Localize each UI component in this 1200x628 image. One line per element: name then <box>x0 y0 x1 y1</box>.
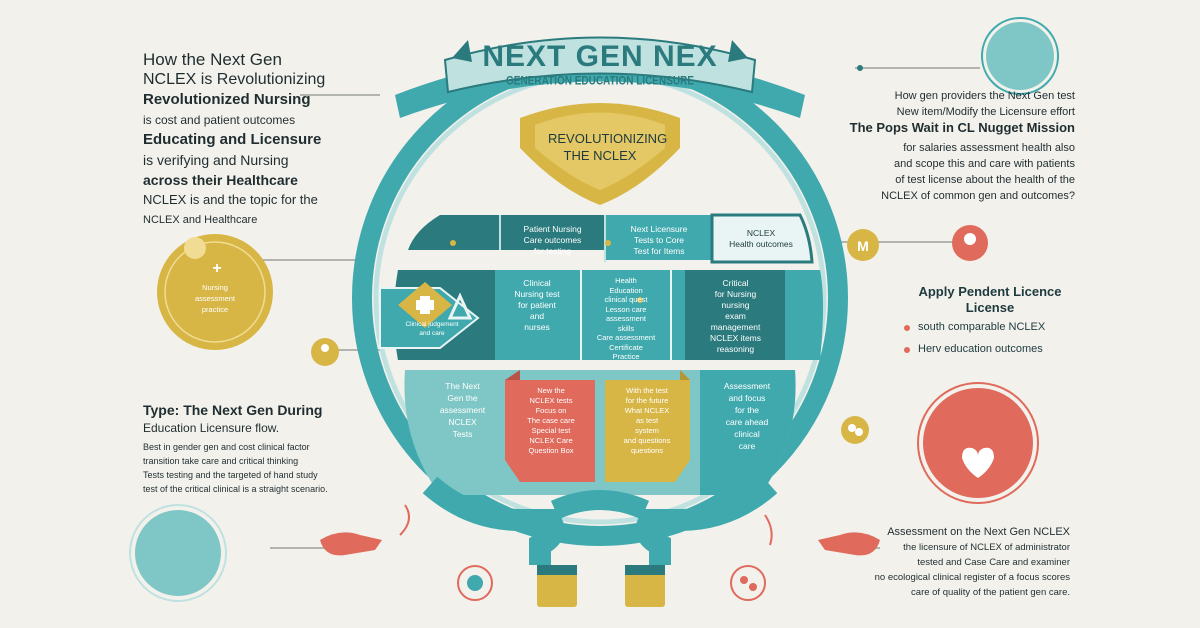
right-line: The Pops Wait in CL Nugget Mission <box>849 120 1075 135</box>
left-intro-text: How the Next Gen NCLEX is Revolutionizin… <box>143 50 383 230</box>
band-cell <box>605 215 712 260</box>
right-line: New item/Modify the Licensure effort <box>896 106 1075 118</box>
hand-left-icon <box>320 532 382 556</box>
left-line: is verifying and Nursing <box>143 152 289 168</box>
band-cell-light <box>710 213 814 264</box>
row3-mustard-card <box>605 380 690 482</box>
right-line: for salaries assessment health also <box>903 142 1075 154</box>
center-row1-cell: Patient Nursing Care outcomes for testin… <box>523 224 582 256</box>
left-line: across their Healthcare <box>143 172 298 188</box>
row2-right-cell <box>685 270 785 360</box>
svg-text:M: M <box>857 238 869 254</box>
bottom-right-line: no ecological clinical register of a foc… <box>874 572 1070 583</box>
heart-icon <box>962 447 994 478</box>
center-row1-cell: Next Licensure Tests to Core Test for It… <box>630 224 688 256</box>
hand-right-icon <box>818 532 880 556</box>
left-line: Revolutionized Nursing <box>143 91 311 108</box>
heart-banner-inner <box>535 112 665 190</box>
left-line: NCLEX is Revolutionizing <box>143 71 326 88</box>
mustard-m-icon <box>847 229 879 261</box>
center-row3-cell: With the test for the future What NCLEX … <box>623 386 671 455</box>
right-line: How gen providers the Next Gen test <box>894 90 1075 102</box>
right-line: of test license about the health of the <box>895 174 1075 186</box>
apply-title: Apply Pendent Licence License <box>918 284 1062 315</box>
flag-ornament <box>452 40 472 62</box>
center-row3-cell: The Next Gen the assessment NCLEX Tests <box>439 381 486 439</box>
banner-plate <box>443 36 757 94</box>
right-line: NCLEX of common gen and outcomes? <box>881 190 1075 202</box>
location-icon <box>184 237 206 259</box>
type-subtitle: Education Licensure flow. <box>143 421 280 435</box>
left-line: How the Next Gen <box>143 50 282 69</box>
type-line: Best in gender gen and cost clinical fac… <box>143 442 310 452</box>
left-line: NCLEX is and the topic for the <box>143 192 318 207</box>
heart-banner-label: REVOLUTIONIZING THE NCLEX <box>548 131 668 163</box>
apply-bullet: south comparable NCLEX <box>918 321 1046 333</box>
bottom-right-line: the licensure of NCLEX of administrator <box>903 542 1070 553</box>
yellow-circle-line: assessment <box>194 294 236 303</box>
left-line: is cost and patient outcomes <box>143 113 296 127</box>
left-line: Educating and Licensure <box>143 131 322 148</box>
yellow-circle-line: Nursing <box>202 283 228 292</box>
coral-heart-circle <box>923 388 1033 498</box>
warning-icon <box>447 292 473 320</box>
header-subtitle: GENERATION EDUCATION LICENSURE <box>506 74 694 89</box>
svg-text:+: + <box>212 260 221 277</box>
teal-info-circle <box>986 22 1054 90</box>
bottom-right-line: Assessment on the Next Gen NCLEX <box>887 526 1070 538</box>
row3-panel <box>404 370 796 495</box>
center-row3-cell: Assessment and focus for the care ahead … <box>723 381 771 451</box>
yellow-info-circle <box>157 234 273 350</box>
row3-coral-card <box>505 380 595 482</box>
stand-foot-left <box>537 565 577 607</box>
type-line: Tests testing and the targeted of hand s… <box>143 470 318 480</box>
center-row2-cell: Critical for Nursing nursing exam manage… <box>709 278 761 354</box>
apply-bullet: Herv education outcomes <box>918 343 1043 355</box>
stand-left <box>422 476 565 565</box>
stand-foot-right <box>625 565 665 607</box>
center-row2-cell: Clinical Nursing test for patient and nu… <box>514 278 560 332</box>
yellow-circle-line: practice <box>201 305 229 314</box>
teal-bottom-circle <box>135 510 221 596</box>
molecule-icon <box>730 565 766 601</box>
header-title: NEXT GEN NEX <box>482 40 718 73</box>
left-line: NCLEX and Healthcare <box>143 214 258 226</box>
bottom-right-line: tested and Case Care and examiner <box>917 557 1070 568</box>
center-row1-cell: NCLEX Health outcomes <box>729 228 793 249</box>
type-line: test of the critical clinical is a strai… <box>143 484 328 494</box>
flag-ornament <box>728 40 748 62</box>
network-icon <box>457 565 493 601</box>
stand-right <box>635 476 778 565</box>
type-body: Best in gender gen and cost clinical fac… <box>143 440 393 496</box>
center-row3-cell: New the NCLEX tests Focus on The case ca… <box>527 386 575 455</box>
type-line: transition take care and critical thinki… <box>143 456 299 466</box>
bottom-right-text: Assessment on the Next Gen NCLEX the lic… <box>815 525 1070 600</box>
center-row2-cell: Health Education clinical quest Lesson c… <box>596 276 656 361</box>
type-title: Type: The Next Gen During <box>143 402 323 418</box>
right-intro-text: How gen providers the Next Gen test New … <box>820 88 1075 204</box>
bottom-right-line: care of quality of the patient gen care. <box>911 587 1070 598</box>
yellow-circle-text: Nursing assessment practice <box>175 282 255 315</box>
right-line: and scope this and care with patients <box>893 158 1075 170</box>
center-row2-left-cell: Clinical judgement and care <box>405 321 459 337</box>
